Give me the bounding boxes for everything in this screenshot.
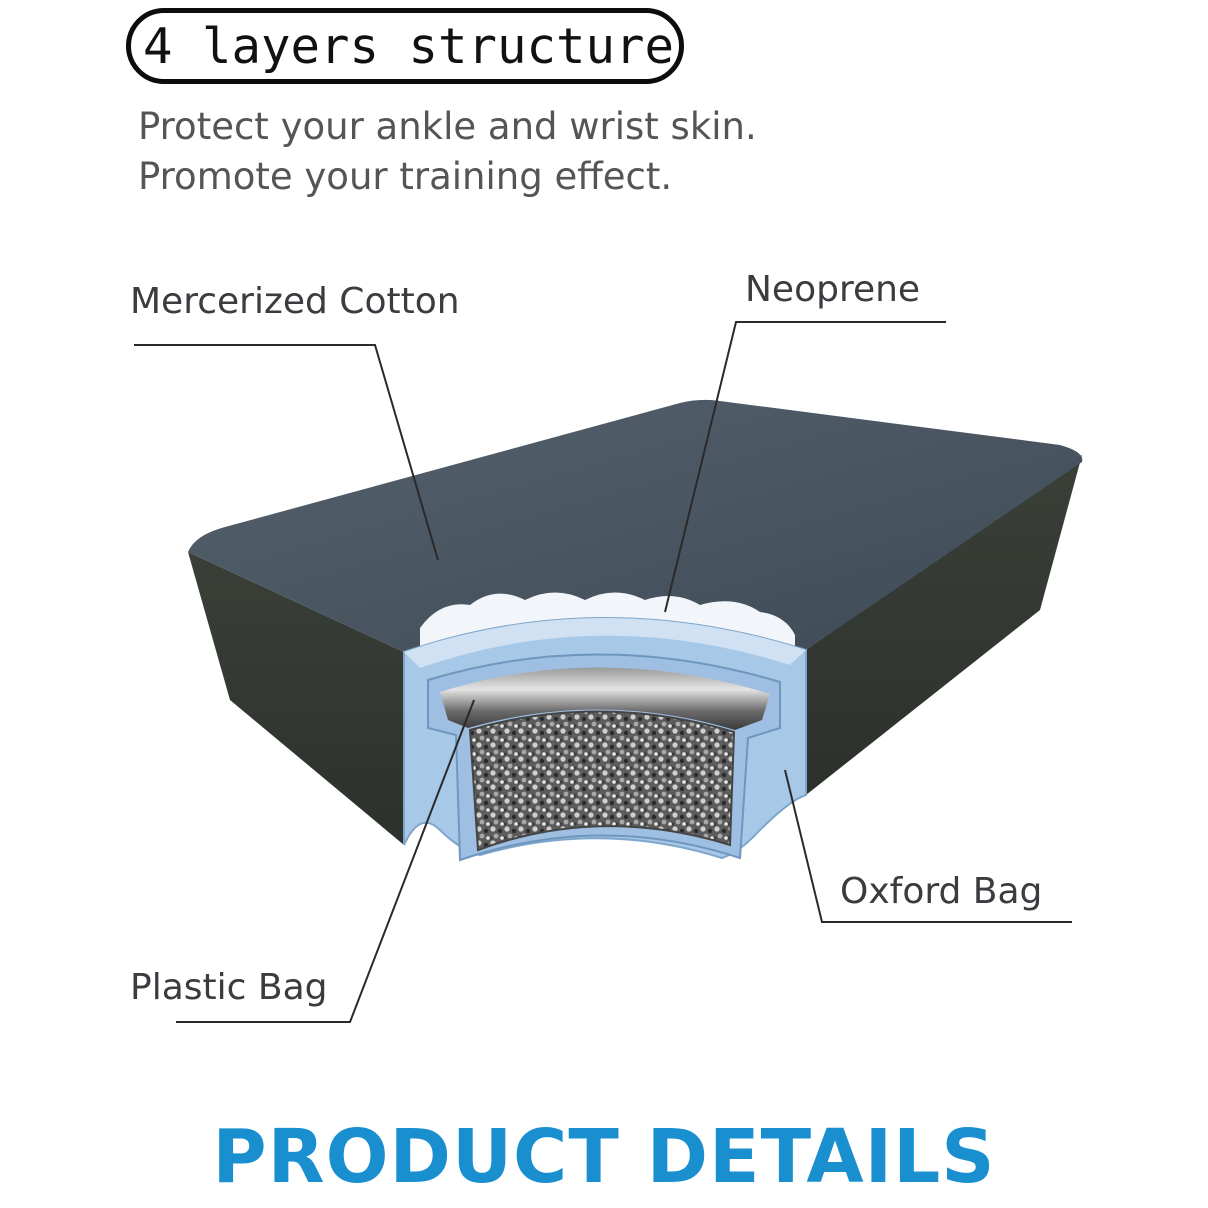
leader-oxford-bag [784, 769, 1072, 923]
product-details-heading: PRODUCT DETAILS [212, 1114, 996, 1200]
subtitle: Protect your ankle and wrist skin. Promo… [138, 102, 757, 202]
leader-plastic-bag [176, 699, 475, 1023]
subtitle-line-2: Promote your training effect. [138, 155, 673, 198]
filling [468, 710, 736, 852]
pad-side-right [806, 455, 1082, 795]
leader-mercerized-cotton [134, 344, 439, 561]
label-oxford-bag: Oxford Bag [840, 871, 1043, 912]
title-text: 4 layers structure [143, 18, 675, 75]
pad-top [188, 399, 1083, 652]
subtitle-line-1: Protect your ankle and wrist skin. [138, 105, 757, 148]
label-neoprene: Neoprene [745, 269, 921, 310]
pad-side [188, 552, 404, 845]
title-badge: 4 layers structure [126, 8, 684, 84]
label-mercerized-cotton: Mercerized Cotton [130, 281, 460, 322]
leader-neoprene [664, 321, 946, 613]
plastic-bag-layer [440, 667, 770, 730]
label-plastic-bag: Plastic Bag [130, 967, 328, 1008]
